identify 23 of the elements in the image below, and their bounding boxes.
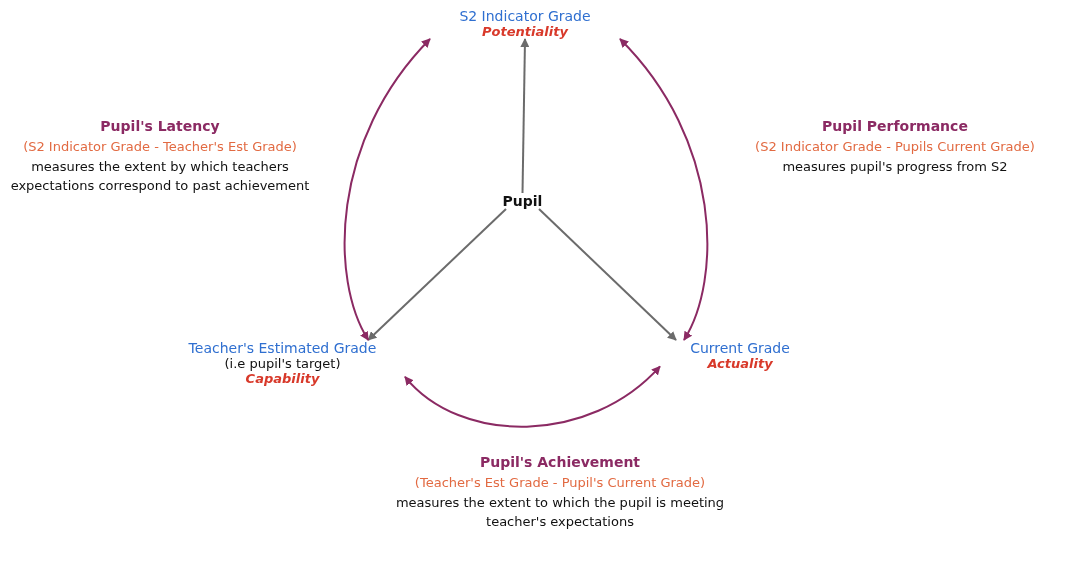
node-title: Current Grade <box>690 340 790 356</box>
arrow <box>404 365 661 428</box>
node-subtitle: Actuality <box>707 356 773 371</box>
node-note: (i.e pupil's target) <box>224 356 341 371</box>
annotation-title: Pupil's Achievement <box>479 453 641 472</box>
formula-text: (S2 Indicator Grade - Pupils Current Grade) <box>755 138 1035 156</box>
arrow <box>619 38 709 341</box>
arrow <box>343 38 431 341</box>
node-title: S2 Indicator Grade <box>459 8 591 24</box>
annotation-title: Pupil's Latency <box>100 117 220 136</box>
description-text: measures the extent to which the pupil is meeting teacher's expectations <box>395 493 725 531</box>
node-label: Pupil <box>502 193 543 209</box>
description-text: measures the extent by which teachers expectations correspond to past achievement <box>10 157 310 195</box>
node-title: Teacher's Estimated Grade <box>188 340 377 356</box>
annotation-title: Pupil Performance <box>822 117 968 136</box>
node-subtitle: Potentiality <box>482 24 568 39</box>
formula-text: (Teacher's Est Grade - Pupil's Current Grade) <box>414 474 706 492</box>
formula-text: (S2 Indicator Grade - Teacher's Est Grade) <box>23 138 297 156</box>
arrow <box>367 208 507 341</box>
description-text: measures pupil's progress from S2 <box>782 157 1008 176</box>
arrow <box>520 38 530 194</box>
node-subtitle: Capability <box>245 371 320 386</box>
arrow <box>538 208 677 341</box>
